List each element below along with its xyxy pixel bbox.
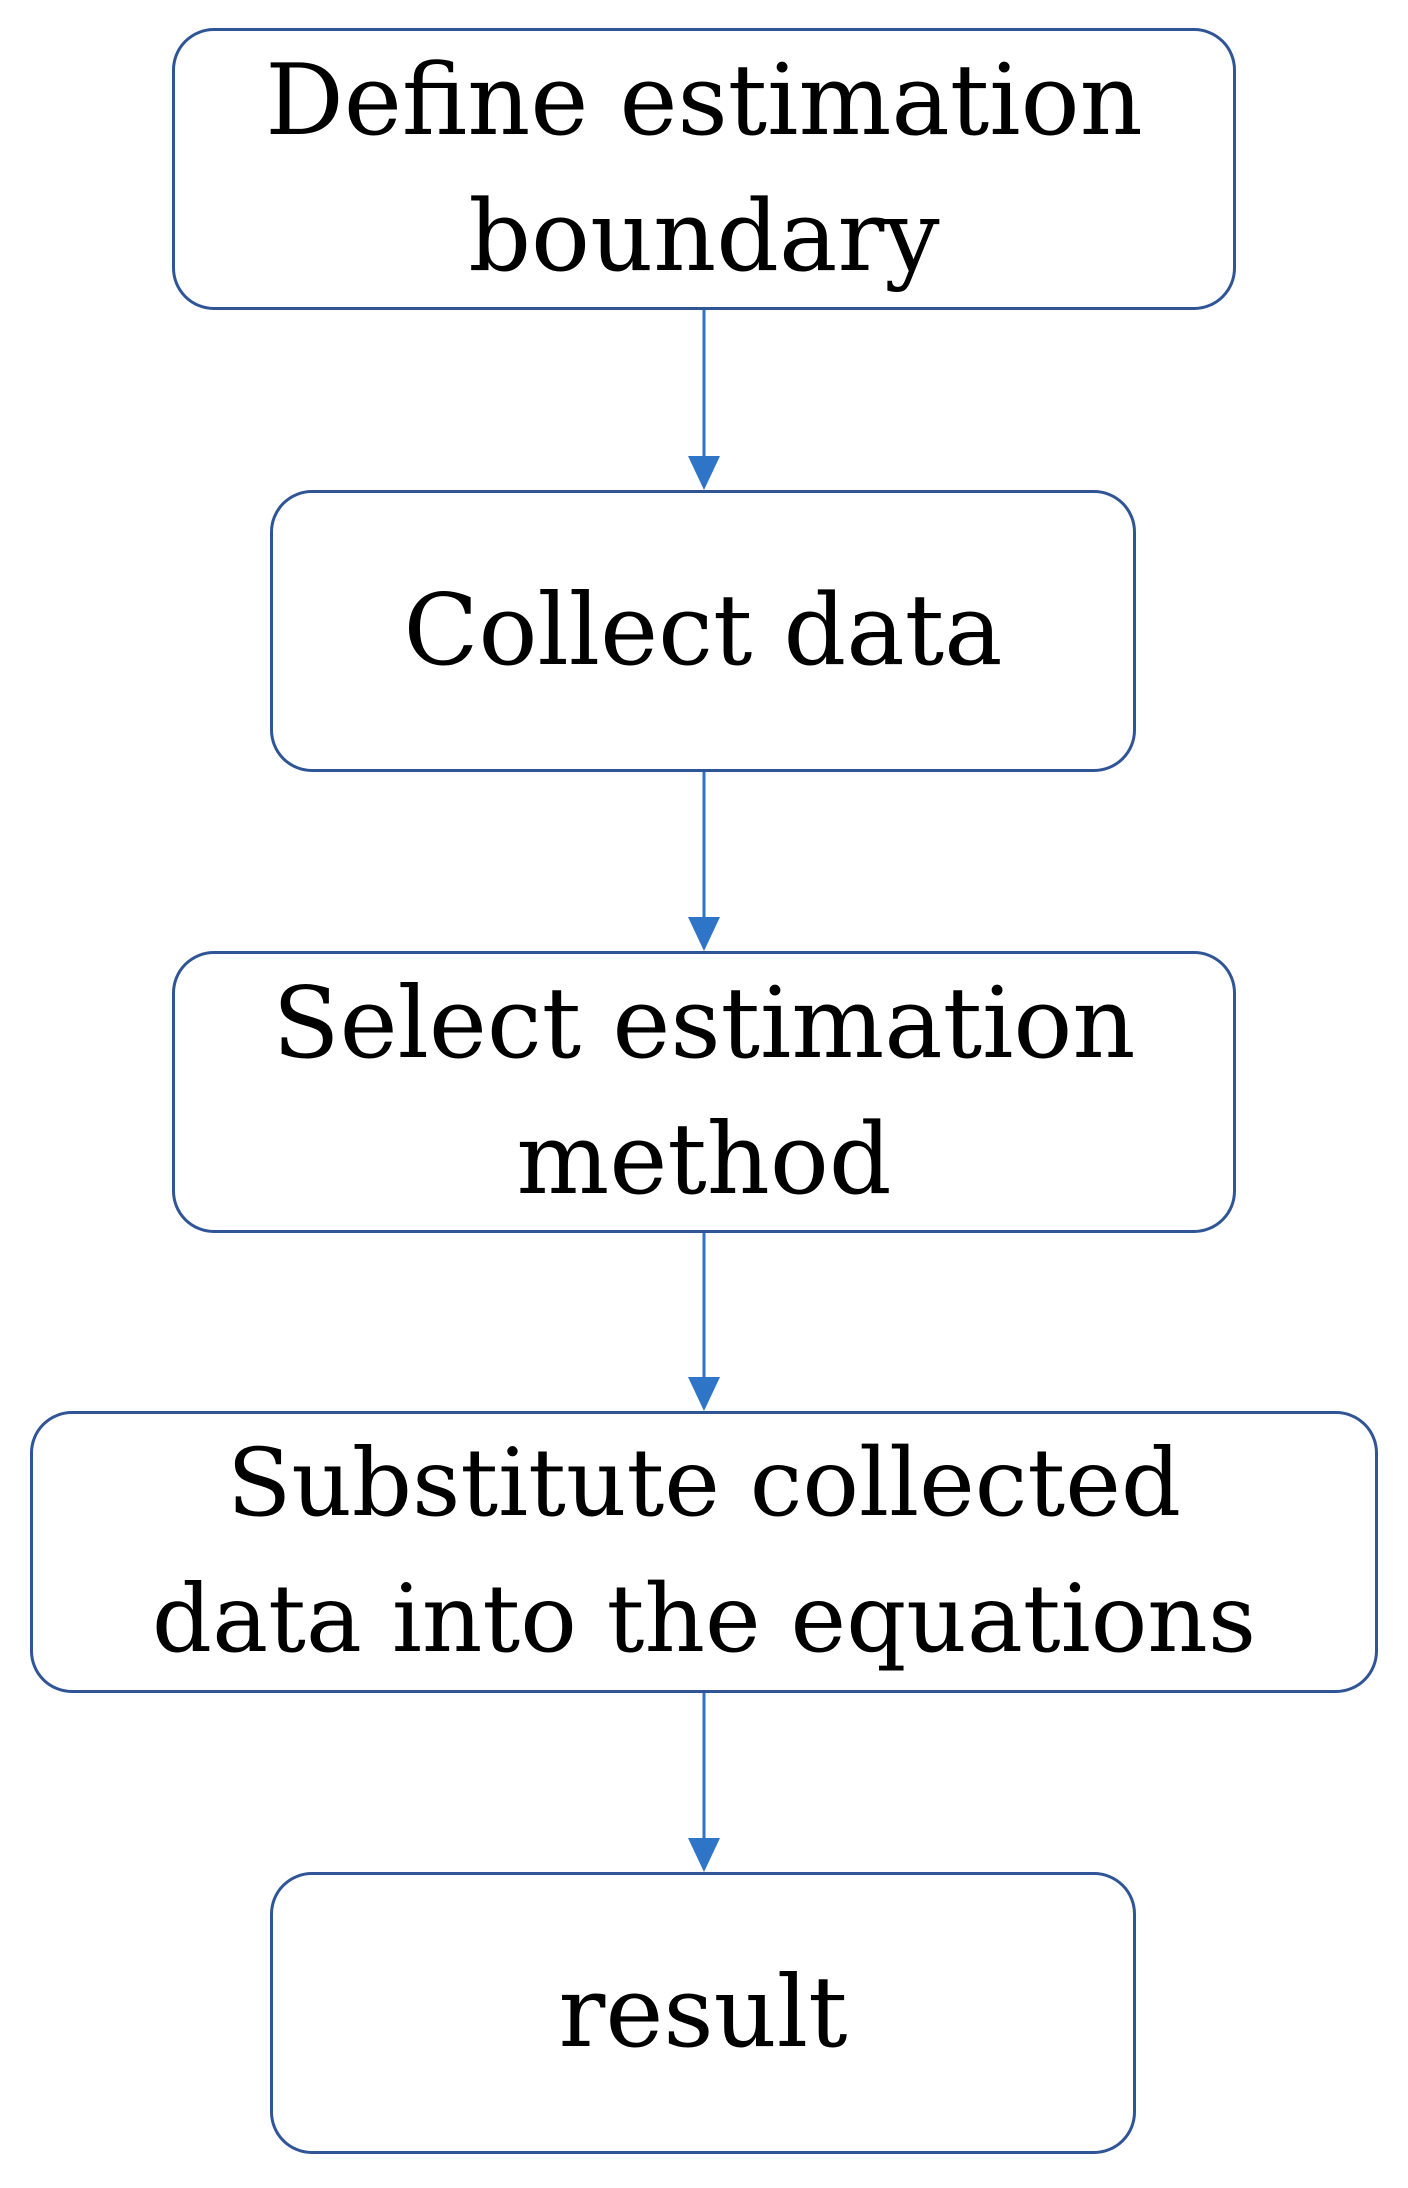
step-select-estimation-method: Select estimation method xyxy=(172,951,1236,1233)
step-result-label: result xyxy=(559,1945,848,2081)
step-2-line-1: Collect data xyxy=(403,574,1003,688)
step-define-estimation-boundary-label: Define estimation boundary xyxy=(265,33,1142,305)
arrow-substitute-to-result xyxy=(688,1693,720,1872)
step-select-estimation-method-label: Select estimation method xyxy=(272,956,1135,1228)
step-collect-data: Collect data xyxy=(270,490,1136,772)
arrow-collect-to-select xyxy=(688,772,720,951)
step-5-line-1: result xyxy=(558,1956,848,2070)
step-substitute-collected-data: Substitute collected data into the equat… xyxy=(30,1411,1378,1693)
step-1-line-1: Define estimation xyxy=(265,44,1143,158)
step-4-line-1: Substitute collected xyxy=(227,1429,1181,1538)
step-collect-data-label: Collect data xyxy=(403,563,1002,699)
step-4-line-2: data into the equations xyxy=(151,1565,1257,1674)
step-define-estimation-boundary: Define estimation boundary xyxy=(172,28,1236,310)
arrow-define-to-collect xyxy=(688,310,720,490)
step-1-line-2: boundary xyxy=(468,180,940,294)
arrow-select-to-substitute xyxy=(688,1233,720,1411)
step-substitute-collected-data-label: Substitute collected data into the equat… xyxy=(152,1416,1256,1688)
step-3-line-2: method xyxy=(516,1103,892,1217)
step-3-line-1: Select estimation xyxy=(272,967,1136,1081)
step-result: result xyxy=(270,1872,1136,2154)
